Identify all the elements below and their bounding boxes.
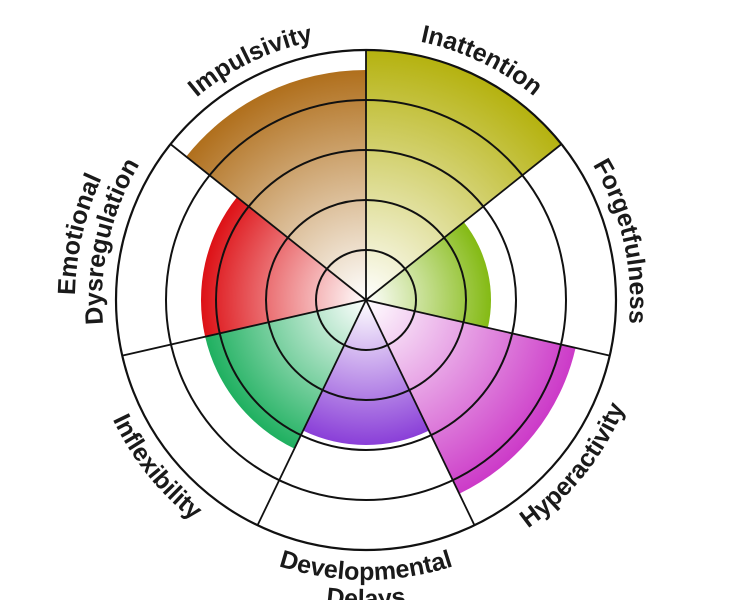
label-line: Developmental <box>277 545 456 586</box>
sector-impulsivity <box>186 70 366 300</box>
sector-fills <box>186 50 576 494</box>
grid-spoke <box>256 299 367 526</box>
grid-spoke <box>365 143 563 301</box>
sector-emotional-dysregulation <box>201 197 366 337</box>
label-line: Inflexibility <box>107 410 207 526</box>
label-forgetfulness: Forgetfulness <box>588 154 652 325</box>
grid-spokes <box>122 50 610 526</box>
grid-spoke <box>365 299 476 526</box>
label-line: Forgetfulness <box>588 154 652 325</box>
label-inflexibility: Inflexibility <box>107 410 207 526</box>
label-line: Delays <box>325 583 407 600</box>
grid-spoke <box>122 299 367 357</box>
sector-inattention <box>366 50 562 300</box>
grid-spoke <box>365 299 610 357</box>
grid-spoke <box>169 143 367 301</box>
sector-forgetfulness <box>366 222 492 328</box>
sector-inflexibility <box>205 300 366 449</box>
sector-hyperactivity <box>366 300 576 494</box>
sector-developmental-delays <box>303 300 429 445</box>
